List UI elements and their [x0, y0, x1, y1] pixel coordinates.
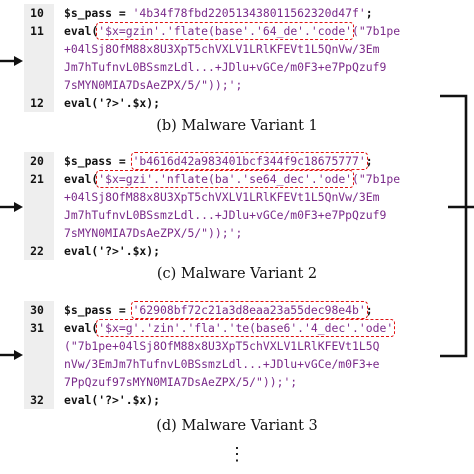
- highlighted-obfuscated-string: '$x=gzin'.'flate(base'.'64_de'.'code': [96, 22, 355, 40]
- code-text: eval('$x=gzi'.'nflate(ba'.'se64_dec'.'od…: [64, 170, 400, 188]
- code-keyword: $s_pass =: [64, 6, 133, 20]
- code-keyword: $s_pass =: [64, 303, 133, 317]
- code-continuation-line: 7sMYN0MIA7DsAeZPX/5/"));';: [24, 224, 448, 242]
- code-segment: ("7b1pe: [352, 24, 401, 38]
- code-segment: eval('?>'.$x);: [64, 244, 161, 258]
- code-text: $s_pass = '62908bf72c21a3d8eaa23a55dec98…: [64, 301, 373, 319]
- code-text: eval('$x=g'.'zin'.'fla'.'te(base6'.'4_de…: [64, 319, 396, 337]
- code-block-variant-2: 20 $s_pass = 'b4616d42a983401bcf344f9c186…: [24, 152, 448, 260]
- code-text: $s_pass = 'b4616d42a983401bcf344f9c18675…: [64, 152, 373, 170]
- code-block-variant-3: 30 $s_pass = '62908bf72c21a3d8eaa23a55dec…: [24, 301, 448, 409]
- line-number: 10: [30, 6, 44, 20]
- line-number: 32: [30, 393, 44, 407]
- code-keyword: eval(: [64, 24, 99, 38]
- code-continuation-line: 7PpQzuf97sMYN0MIA7DsAeZPX/5/"));';: [24, 373, 448, 391]
- arrow-right-icon: [0, 202, 23, 212]
- code-text: +04lSj8OfM88x8U3XpT5chVXLV1LRlKFEVt1L5Qn…: [64, 188, 379, 206]
- code-segment: +04lSj8OfM88x8U3XpT5chVXLV1LRlKFEVt1L5Qn…: [64, 42, 380, 56]
- line-number: 12: [30, 96, 44, 110]
- arrow-right-icon: [0, 350, 23, 360]
- highlighted-obfuscated-string: '62908bf72c21a3d8eaa23a55dec98e4b': [130, 301, 368, 319]
- code-segment: 7PpQzuf97sMYN0MIA7DsAeZPX/5/"));';: [64, 375, 298, 389]
- code-keyword: eval(: [64, 172, 99, 186]
- code-keyword: $s_pass =: [64, 154, 133, 168]
- code-line: 31 eval('$x=g'.'zin'.'fla'.'te(base6'.'4_…: [24, 319, 448, 337]
- code-segment: nVw/3EmJm7hTufnvL0BSsmzLdl...+JDlu+vGCe/…: [64, 357, 380, 371]
- code-line: 30 $s_pass = '62908bf72c21a3d8eaa23a55dec…: [24, 301, 448, 319]
- code-text: eval('?>'.$x);: [64, 391, 160, 409]
- code-line: 12 eval('?>'.$x);: [24, 94, 448, 112]
- line-number-gutter: [24, 152, 54, 260]
- line-number-gutter: [24, 301, 54, 409]
- code-text: Jm7hTufnvL0BSsmzLdl...+JDlu+vGCe/m0F3+e7…: [64, 206, 386, 224]
- code-line: 21 eval('$x=gzi'.'nflate(ba'.'se64_dec'.'…: [24, 170, 448, 188]
- code-segment: ;: [365, 6, 373, 20]
- code-line: 10 $s_pass = '4b34f78fbd22051343801156232…: [24, 4, 448, 22]
- code-continuation-line: Jm7hTufnvL0BSsmzLdl...+JDlu+vGCe/m0F3+e7…: [24, 206, 448, 224]
- code-segment: Jm7hTufnvL0BSsmzLdl...+JDlu+vGCe/m0F3+e7…: [64, 208, 387, 222]
- code-segment: Jm7hTufnvL0BSsmzLdl...+JDlu+vGCe/m0F3+e7…: [64, 60, 387, 74]
- string-literal: '4b34f78fbd220513438011562320d47f': [132, 6, 366, 20]
- code-continuation-line: nVw/3EmJm7hTufnvL0BSsmzLdl...+JDlu+vGCe/…: [24, 355, 448, 373]
- code-segment: ;: [365, 303, 373, 317]
- code-text: 7sMYN0MIA7DsAeZPX/5/"));';: [64, 224, 242, 242]
- code-text: $s_pass = '4b34f78fbd220513438011562320d…: [64, 4, 373, 22]
- continuation-ellipsis: ⋮: [228, 444, 246, 465]
- arrow-right-icon: [0, 56, 23, 66]
- code-continuation-line: ("7b1pe+04lSj8OfM88x8U3XpT5chVXLV1LRlKFE…: [24, 337, 448, 355]
- highlighted-obfuscated-string: '$x=gzi'.'nflate(ba'.'se64_dec'.'ode': [96, 170, 355, 188]
- highlighted-obfuscated-string: '$x=g'.'zin'.'fla'.'te(base6'.'4_dec'.'o…: [96, 319, 396, 337]
- code-segment: 7sMYN0MIA7DsAeZPX/5/"));';: [64, 78, 243, 92]
- code-continuation-line: +04lSj8OfM88x8U3XpT5chVXLV1LRlKFEVt1L5Qn…: [24, 188, 448, 206]
- code-keyword: eval(: [64, 321, 99, 335]
- code-continuation-line: +04lSj8OfM88x8U3XpT5chVXLV1LRlKFEVt1L5Qn…: [24, 40, 448, 58]
- caption-variant-2: (c) Malware Variant 2: [156, 266, 318, 282]
- code-segment: ("7b1pe+04lSj8OfM88x8U3XpT5chVXLV1LRlKFE…: [64, 339, 380, 353]
- line-number: 30: [30, 303, 44, 317]
- line-number: 31: [30, 321, 44, 335]
- code-line: 20 $s_pass = 'b4616d42a983401bcf344f9c186…: [24, 152, 448, 170]
- code-continuation-line: 7sMYN0MIA7DsAeZPX/5/"));';: [24, 76, 448, 94]
- line-number: 21: [30, 172, 44, 186]
- code-line: 22 eval('?>'.$x);: [24, 242, 448, 260]
- code-text: eval('?>'.$x);: [64, 242, 160, 260]
- code-segment: 7sMYN0MIA7DsAeZPX/5/"));';: [64, 226, 243, 240]
- code-text: ("7b1pe+04lSj8OfM88x8U3XpT5chVXLV1LRlKFE…: [64, 337, 379, 355]
- code-line: 32 eval('?>'.$x);: [24, 391, 448, 409]
- code-text: eval('$x=gzin'.'flate(base'.'64_de'.'cod…: [64, 22, 400, 40]
- code-segment: eval('?>'.$x);: [64, 96, 161, 110]
- highlighted-obfuscated-string: 'b4616d42a983401bcf344f9c18675777': [130, 152, 368, 170]
- code-continuation-line: Jm7hTufnvL0BSsmzLdl...+JDlu+vGCe/m0F3+e7…: [24, 58, 448, 76]
- code-text: +04lSj8OfM88x8U3XpT5chVXLV1LRlKFEVt1L5Qn…: [64, 40, 379, 58]
- grouping-bracket: [440, 94, 474, 358]
- caption-variant-3: (d) Malware Variant 3: [156, 418, 318, 434]
- code-text: nVw/3EmJm7hTufnvL0BSsmzLdl...+JDlu+vGCe/…: [64, 355, 379, 373]
- code-segment: ;: [365, 154, 373, 168]
- code-text: 7sMYN0MIA7DsAeZPX/5/"));';: [64, 76, 242, 94]
- code-segment: ("7b1pe: [352, 172, 401, 186]
- code-text: Jm7hTufnvL0BSsmzLdl...+JDlu+vGCe/m0F3+e7…: [64, 58, 386, 76]
- line-number: 20: [30, 154, 44, 168]
- code-segment: eval('?>'.$x);: [64, 393, 161, 407]
- code-text: 7PpQzuf97sMYN0MIA7DsAeZPX/5/"));';: [64, 373, 297, 391]
- line-number: 22: [30, 244, 44, 258]
- code-segment: +04lSj8OfM88x8U3XpT5chVXLV1LRlKFEVt1L5Qn…: [64, 190, 380, 204]
- code-block-variant-1: 10 $s_pass = '4b34f78fbd22051343801156232…: [24, 4, 448, 112]
- line-number-gutter: [24, 4, 54, 112]
- caption-variant-1: (b) Malware Variant 1: [156, 118, 318, 134]
- code-text: eval('?>'.$x);: [64, 94, 160, 112]
- code-line: 11 eval('$x=gzin'.'flate(base'.'64_de'.'c…: [24, 22, 448, 40]
- line-number: 11: [30, 24, 44, 38]
